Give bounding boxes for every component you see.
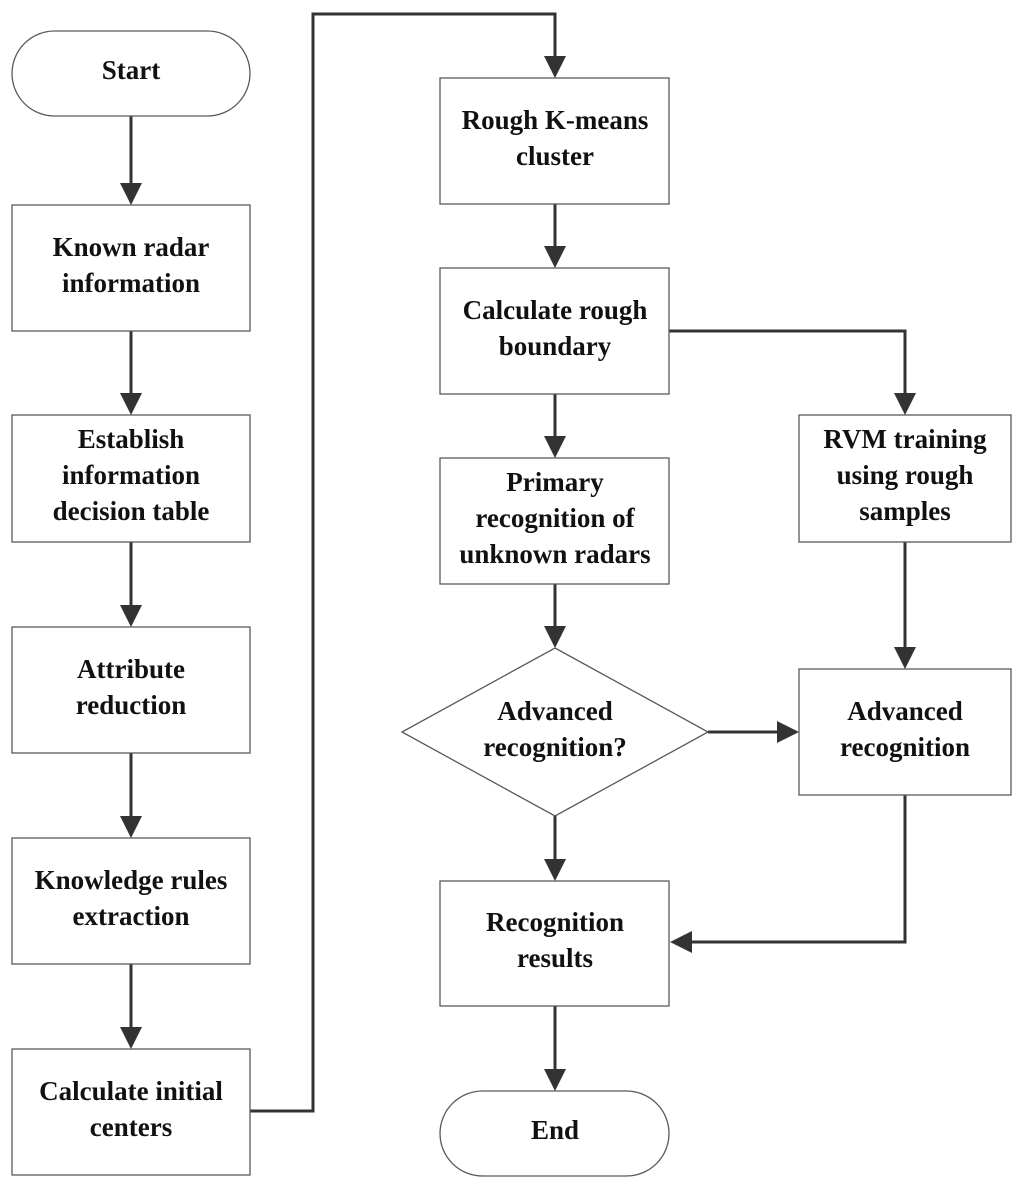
arrowhead <box>544 246 566 268</box>
label-line: Rough K-means <box>462 105 649 135</box>
initial-centers-label: Calculate initial centers <box>39 1076 223 1142</box>
label-line: samples <box>859 496 951 526</box>
labels: Start Known radar information Establish in… <box>35 55 988 1145</box>
arrowhead <box>120 183 142 205</box>
primary-recognition-label: Primary recognition of unknown radars <box>459 467 650 569</box>
attribute-reduction-box <box>11 626 251 754</box>
recognition-results-box <box>439 880 670 1007</box>
rough-kmeans-box <box>439 77 670 205</box>
rough-boundary-label: Calculate rough boundary <box>463 295 648 361</box>
start-terminal <box>11 30 251 117</box>
rvm-training-box <box>798 414 1012 543</box>
arrowhead <box>544 436 566 458</box>
label-line: extraction <box>73 901 190 931</box>
label-line: Start <box>102 55 160 85</box>
arrow-advanced-to-results <box>687 795 907 944</box>
label-line: information <box>62 460 200 490</box>
arrowhead <box>120 1027 142 1049</box>
primary-recognition-box <box>439 457 670 585</box>
arrowhead <box>894 647 916 669</box>
label-line: Advanced <box>497 696 613 726</box>
arrowhead <box>894 393 916 415</box>
arrowhead <box>544 1069 566 1091</box>
known-radar-label: Known radar information <box>53 232 210 298</box>
connectors <box>120 12 916 1113</box>
advanced-recognition-box <box>798 668 1012 796</box>
arrowhead <box>670 931 692 953</box>
label-line: Establish <box>78 424 185 454</box>
knowledge-rules-box <box>11 837 251 965</box>
arrowhead <box>120 393 142 415</box>
label-line: decision table <box>53 496 210 526</box>
advanced-decision-label: Advanced recognition? <box>483 696 627 762</box>
arrow-centers-to-kmeans <box>249 12 557 1113</box>
arrowhead <box>120 605 142 627</box>
knowledge-rules-label: Knowledge rules extraction <box>35 865 228 931</box>
shapes <box>11 30 1012 1177</box>
arrowhead <box>120 816 142 838</box>
label-line: Attribute <box>77 654 185 684</box>
label-line: unknown radars <box>459 539 650 569</box>
end-terminal <box>439 1090 670 1177</box>
start-label: Start <box>102 55 160 85</box>
label-line: recognition of <box>475 503 635 533</box>
arrowhead <box>777 721 799 743</box>
label-line: End <box>531 1115 579 1145</box>
label-line: boundary <box>499 331 612 361</box>
label-line: RVM training <box>823 424 987 454</box>
label-line: Known radar <box>53 232 210 262</box>
label-line: results <box>517 943 593 973</box>
label-line: Calculate rough <box>463 295 648 325</box>
establish-table-box <box>11 414 251 543</box>
label-line: using rough <box>837 460 974 490</box>
end-label: End <box>531 1115 579 1145</box>
label-line: Primary <box>506 467 604 497</box>
rough-kmeans-label: Rough K-means cluster <box>462 105 649 171</box>
label-line: Calculate initial <box>39 1076 223 1106</box>
arrowhead <box>544 626 566 648</box>
label-line: Recognition <box>486 907 624 937</box>
known-radar-box <box>11 204 251 332</box>
establish-table-label: Establish information decision table <box>53 424 210 526</box>
label-line: reduction <box>76 690 187 720</box>
attribute-reduction-label: Attribute reduction <box>76 654 187 720</box>
recognition-results-label: Recognition results <box>486 907 624 973</box>
arrowhead <box>544 859 566 881</box>
label-line: centers <box>90 1112 172 1142</box>
label-line: recognition? <box>483 732 627 762</box>
arrow-boundary-to-rvm <box>669 329 907 398</box>
advanced-decision-diamond <box>400 647 710 817</box>
initial-centers-box <box>11 1048 251 1176</box>
rvm-training-label: RVM training using rough samples <box>823 424 987 526</box>
arrowhead <box>544 56 566 78</box>
label-line: Advanced <box>847 696 963 726</box>
advanced-recognition-label: Advanced recognition <box>840 696 970 762</box>
label-line: recognition <box>840 732 970 762</box>
label-line: information <box>62 268 200 298</box>
label-line: cluster <box>516 141 594 171</box>
label-line: Knowledge rules <box>35 865 228 895</box>
rough-boundary-box <box>439 267 670 395</box>
